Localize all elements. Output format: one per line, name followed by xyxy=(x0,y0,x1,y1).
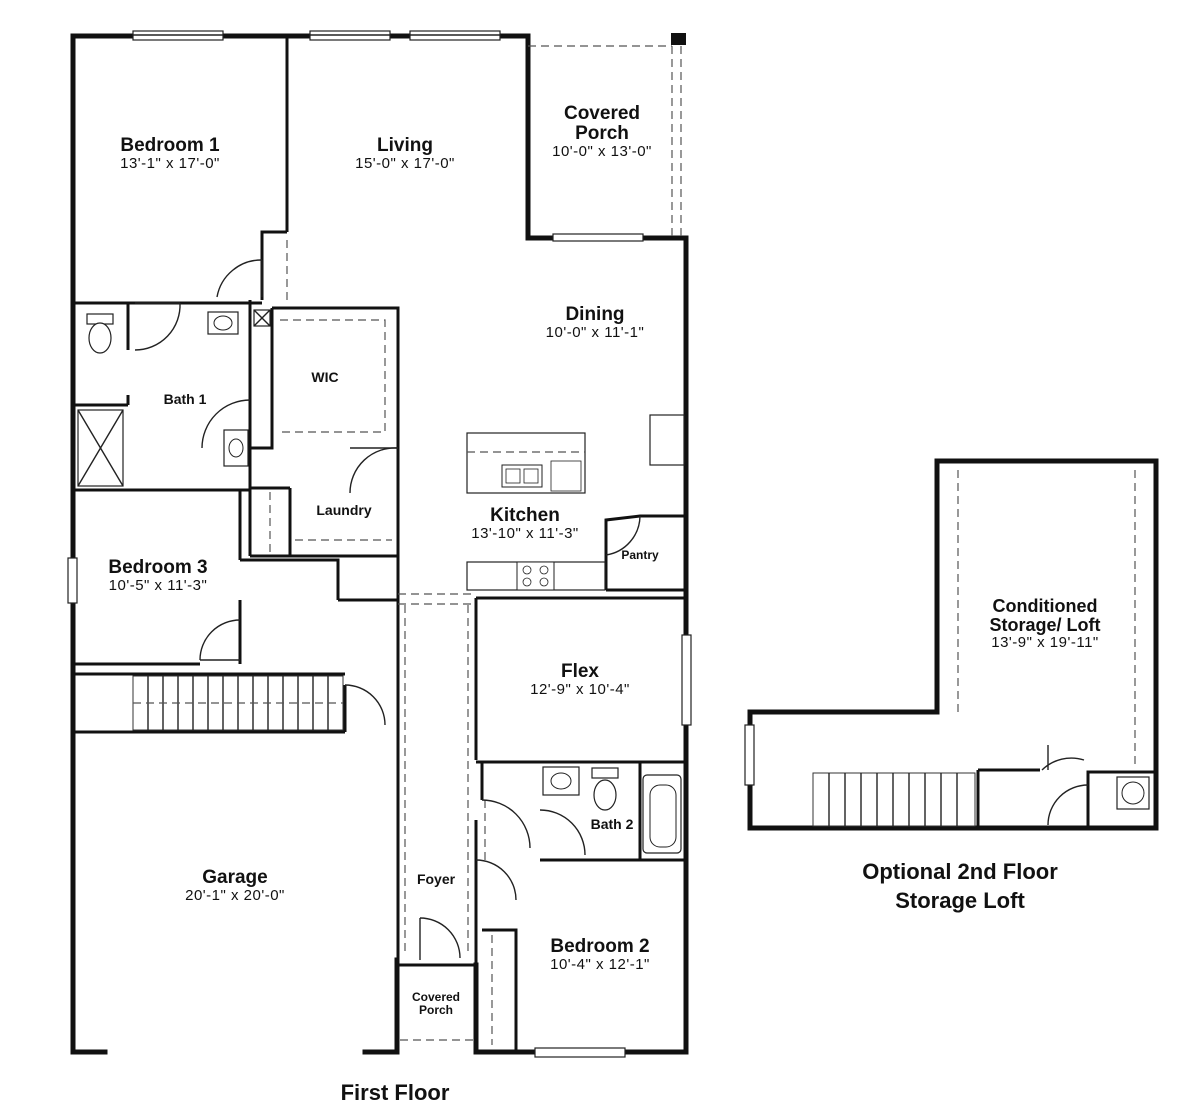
room-dining: Dining 10'-0" x 11'-1" xyxy=(525,305,665,341)
room-name: Laundry xyxy=(316,502,372,518)
room-name: Flex xyxy=(560,661,600,682)
room-name: Kitchen xyxy=(490,505,560,526)
room-name-line2: Porch xyxy=(575,122,629,144)
stairs-first-floor xyxy=(132,675,344,731)
room-bedroom2: Bedroom 2 10'-4" x 12'-1" xyxy=(530,937,670,973)
room-dimensions: 10'-0" x 13'-0" xyxy=(552,142,652,160)
room-name: Foyer xyxy=(416,871,456,887)
room-name: Bedroom 3 xyxy=(108,557,208,578)
fixtures xyxy=(77,309,685,854)
room-kitchen: Kitchen 13'-10" x 11'-3" xyxy=(450,506,600,542)
room-name: Dining xyxy=(565,304,625,325)
room-dimensions: 10'-5" x 11'-3" xyxy=(108,576,208,594)
room-dimensions: 13'-1" x 17'-0" xyxy=(120,154,220,172)
room-name-line1: Covered xyxy=(563,103,641,124)
room-name: Garage xyxy=(202,867,268,888)
interior-walls xyxy=(73,36,686,1052)
room-pantry: Pantry xyxy=(612,549,668,562)
room-dimensions: 10'-4" x 12'-1" xyxy=(550,955,650,973)
room-dimensions: 10'-0" x 11'-1" xyxy=(545,323,645,341)
room-name: Bath 2 xyxy=(590,816,634,832)
room-name: Pantry xyxy=(621,548,659,562)
room-living: Living 15'-0" x 17'-0" xyxy=(330,136,480,172)
windows xyxy=(67,30,692,1058)
room-name: Bath 1 xyxy=(163,391,207,407)
room-covered-porch-front: Covered Porch xyxy=(403,991,469,1016)
room-dimensions: 15'-0" x 17'-0" xyxy=(355,154,455,172)
room-dimensions: 20'-1" x 20'-0" xyxy=(185,886,285,904)
room-name-line2: Storage/ Loft xyxy=(989,614,1101,635)
room-name: Living xyxy=(377,135,433,156)
room-bath1: Bath 1 xyxy=(150,392,220,407)
rear-porch-outline xyxy=(528,33,686,238)
room-loft: Conditioned Storage/ Loft 13'-9" x 19'-1… xyxy=(965,597,1125,651)
caption-second-floor-line1: Optional 2nd Floor xyxy=(862,859,1058,884)
room-bedroom1: Bedroom 1 13'-1" x 17'-0" xyxy=(100,136,240,172)
caption-second-floor: Optional 2nd Floor Storage Loft xyxy=(830,858,1090,915)
second-floor-walls xyxy=(744,458,1159,831)
room-dimensions: 13'-10" x 11'-3" xyxy=(471,524,579,542)
room-garage: Garage 20'-1" x 20'-0" xyxy=(160,868,310,904)
caption-second-floor-line2: Storage Loft xyxy=(895,887,1025,913)
room-dimensions: 13'-9" x 19'-11" xyxy=(991,633,1099,651)
room-name: Bedroom 2 xyxy=(550,936,650,957)
room-name-line1: Conditioned xyxy=(992,596,1098,616)
door-swings xyxy=(134,259,641,960)
room-foyer: Foyer xyxy=(408,872,464,887)
room-covered-porch-rear: Covered Porch 10'-0" x 13'-0" xyxy=(532,104,672,160)
room-bedroom3: Bedroom 3 10'-5" x 11'-3" xyxy=(88,558,228,594)
room-flex: Flex 12'-9" x 10'-4" xyxy=(505,662,655,698)
room-name: Bedroom 1 xyxy=(120,135,220,156)
room-name-line1: Covered xyxy=(411,990,461,1004)
room-bath2: Bath 2 xyxy=(582,817,642,832)
room-name-line2: Porch xyxy=(418,1002,453,1017)
room-wic: WIC xyxy=(300,370,350,385)
room-laundry: Laundry xyxy=(300,503,388,518)
dashed-details xyxy=(269,240,493,1045)
room-name: WIC xyxy=(311,369,339,385)
room-dimensions: 12'-9" x 10'-4" xyxy=(530,680,630,698)
caption-first-floor: First Floor xyxy=(340,1080,450,1105)
